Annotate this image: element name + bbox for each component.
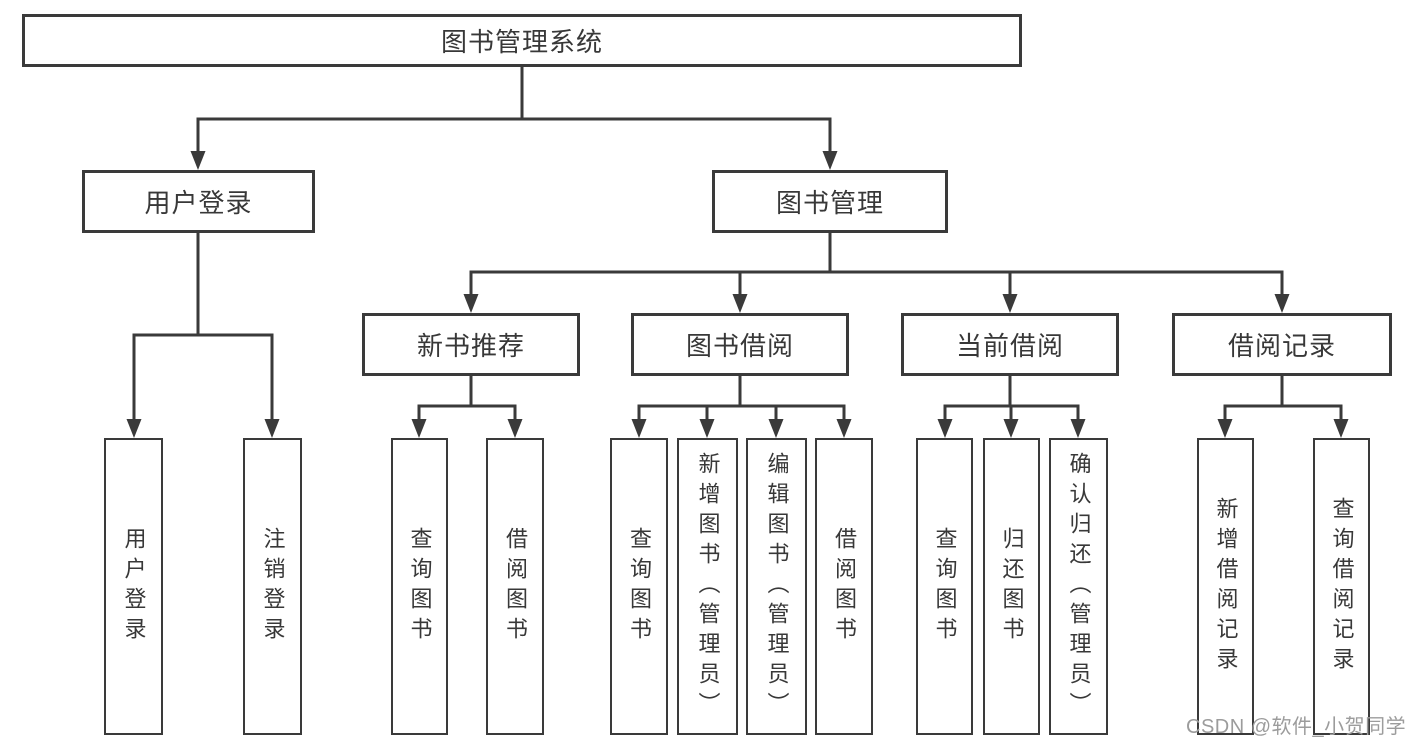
node-login-action: 用户登录: [104, 438, 163, 735]
node-label-borrow-records: 借阅记录: [1227, 331, 1336, 361]
arrowhead-icon: [1333, 419, 1349, 438]
arrowhead-icon: [1002, 294, 1018, 313]
arrowhead-icon: [507, 419, 523, 438]
arrowhead-icon: [822, 151, 838, 170]
node-cb-confirm-return: 确认归还（管理员）: [1049, 438, 1108, 735]
connector-borrow-records-branch: [1223, 374, 1343, 425]
arrowhead-icon: [631, 419, 647, 438]
node-label-br-add-record: 新增借阅记录: [1213, 496, 1239, 677]
connector-user-login-branch: [132, 231, 274, 425]
node-new-book-rec: 新书推荐: [362, 313, 580, 376]
node-current-borrow: 当前借阅: [901, 313, 1119, 376]
node-book-borrow: 图书借阅: [631, 313, 849, 376]
connector-new-book-branch: [417, 374, 517, 425]
node-label-root: 图书管理系统: [440, 27, 603, 57]
node-bb-borrow-books: 借阅图书: [815, 438, 873, 735]
node-label-logout-action: 注销登录: [260, 526, 286, 647]
arrowhead-icon: [937, 419, 953, 438]
connector-root-branch: [196, 62, 832, 157]
arrowhead-icon: [732, 294, 748, 313]
node-cb-return-books: 归还图书: [983, 438, 1040, 735]
node-br-query-record: 查询借阅记录: [1313, 438, 1370, 735]
node-logout-action: 注销登录: [243, 438, 302, 735]
arrowhead-icon: [699, 419, 715, 438]
arrowhead-icon: [126, 419, 142, 438]
node-label-bb-add-books: 新增图书（管理员）: [695, 451, 721, 722]
arrowhead-icon: [1217, 419, 1233, 438]
node-label-login-action: 用户登录: [121, 526, 147, 647]
node-root: 图书管理系统: [22, 14, 1022, 67]
node-nbr-query-books: 查询图书: [391, 438, 448, 735]
node-bb-edit-books: 编辑图书（管理员）: [746, 438, 807, 735]
node-label-bb-borrow-books: 借阅图书: [832, 526, 857, 647]
connector-book-borrow-branch: [637, 374, 846, 425]
arrowhead-icon: [264, 419, 280, 438]
node-borrow-records: 借阅记录: [1172, 313, 1392, 376]
arrowhead-icon: [463, 294, 479, 313]
node-label-cb-confirm-return: 确认归还（管理员）: [1066, 451, 1092, 722]
node-label-user-login: 用户登录: [144, 188, 253, 218]
watermark-text: CSDN @软件_小贺同学: [1186, 716, 1405, 738]
arrowhead-icon: [768, 419, 784, 438]
arrowhead-icon: [1070, 419, 1086, 438]
arrowhead-icon: [836, 419, 852, 438]
node-book-mgmt: 图书管理: [712, 170, 948, 233]
node-label-nbr-query-books: 查询图书: [407, 526, 433, 647]
node-label-cb-return-books: 归还图书: [999, 526, 1025, 647]
node-label-br-query-record: 查询借阅记录: [1329, 496, 1355, 677]
arrowhead-icon: [411, 419, 427, 438]
connector-current-borrow-branch: [943, 374, 1080, 425]
node-label-book-borrow: 图书借阅: [685, 331, 794, 361]
node-label-book-mgmt: 图书管理: [775, 188, 884, 218]
node-label-bb-query-books: 查询图书: [627, 526, 652, 647]
node-nbr-borrow-books: 借阅图书: [486, 438, 544, 735]
node-label-bb-edit-books: 编辑图书（管理员）: [764, 451, 790, 722]
arrowhead-icon: [190, 151, 206, 170]
node-cb-query-books: 查询图书: [916, 438, 973, 735]
connector-book-mgmt-branch: [469, 231, 1284, 300]
node-bb-add-books: 新增图书（管理员）: [677, 438, 738, 735]
node-user-login: 用户登录: [82, 170, 315, 233]
arrowhead-icon: [1274, 294, 1290, 313]
node-br-add-record: 新增借阅记录: [1197, 438, 1254, 735]
arrowhead-icon: [1003, 419, 1019, 438]
node-label-nbr-borrow-books: 借阅图书: [503, 526, 528, 647]
node-label-cb-query-books: 查询图书: [932, 526, 958, 647]
node-label-current-borrow: 当前借阅: [955, 331, 1064, 361]
node-label-new-book-rec: 新书推荐: [416, 331, 525, 361]
node-bb-query-books: 查询图书: [610, 438, 668, 735]
